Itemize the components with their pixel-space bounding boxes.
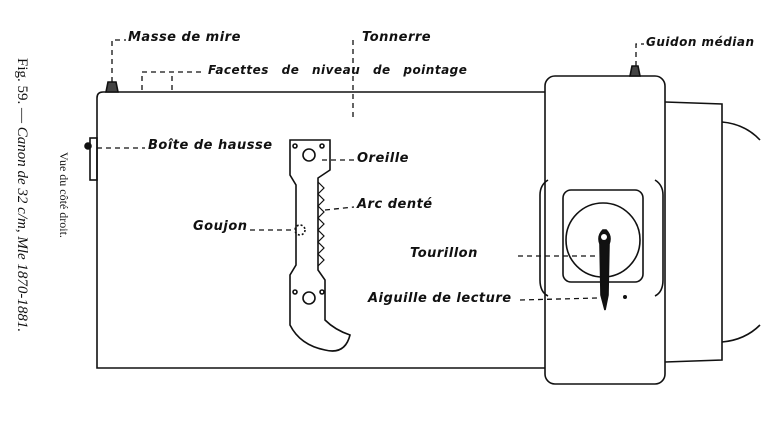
- cannon-muzzle: [721, 121, 761, 343]
- figure-title: Canon de 32 c/m, Mle 1870-1881.: [14, 126, 30, 333]
- label-guidon-median: Guidon médian: [646, 35, 755, 49]
- label-goujon: Goujon: [193, 219, 248, 234]
- label-masse-de-mire: Masse de mire: [128, 30, 241, 45]
- trunnion-block: [544, 75, 666, 385]
- label-tourillon: Tourillon: [410, 246, 478, 261]
- label-arc-dente: Arc denté: [357, 197, 433, 212]
- label-aiguille: Aiguille de lecture: [368, 291, 512, 306]
- stud-icon: [294, 224, 306, 236]
- toothed-arc-icon: [289, 139, 351, 352]
- cannon-chase: [664, 101, 723, 363]
- label-tonnerre: Tonnerre: [362, 30, 432, 45]
- figure-subtitle: Vue du côté droit.: [57, 152, 71, 238]
- sight-box-icon: [89, 137, 98, 181]
- cannon-body: [96, 91, 545, 369]
- label-oreille: Oreille: [357, 151, 409, 166]
- label-facettes: Facettes de niveau de pointage: [208, 63, 468, 77]
- reading-needle-icon: [598, 229, 611, 311]
- rear-sight-icon: [105, 81, 119, 93]
- figure-number: Fig. 59. —: [14, 58, 30, 124]
- label-boite-de-hausse: Boîte de hausse: [148, 138, 273, 153]
- figure-caption: Fig. 59. — Canon de 32 c/m, Mle 1870-188…: [13, 58, 30, 332]
- front-sight-icon: [629, 65, 641, 77]
